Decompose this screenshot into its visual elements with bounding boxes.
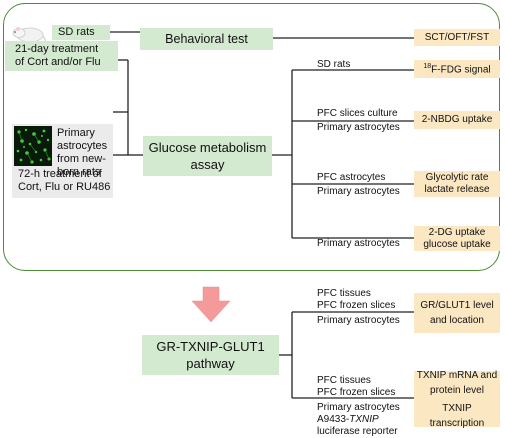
branch3-left-label: PFC astrocytes Primary astrocytes <box>317 172 400 198</box>
study-design-frame <box>3 3 500 271</box>
gr-glut1-box: GR/GLUT1 level and location <box>414 293 500 333</box>
branch3-left-line2: Primary astrocytes <box>317 186 400 197</box>
txnip-box: TXNIP mRNA and protein level TXNIP trans… <box>414 369 500 429</box>
bb2-left-line1: PFC tissues <box>317 375 371 386</box>
sd-rats-label: SD rats <box>52 25 110 40</box>
dg-uptake-line2: glucose uptake <box>423 238 491 250</box>
gr-glut1-line1: GR/GLUT1 level <box>420 300 494 311</box>
astrocyte-microscopy-image <box>14 126 52 166</box>
gr-glut1-line2: and location <box>430 315 484 326</box>
glycolytic-rate-box: Glycolytic rate lactate release <box>414 171 500 197</box>
branch2-left-line1: PFC slices culture <box>317 108 398 119</box>
treatment-21day-box: 21-day treatment of Cort and/or Flu <box>5 41 118 71</box>
dg-uptake-box: 2-DG uptake glucose uptake <box>414 226 500 251</box>
pathway-line2: pathway <box>186 356 235 371</box>
down-arrow-icon <box>191 286 231 323</box>
nbdg-uptake-box: 2-NBDG uptake <box>414 111 500 129</box>
bb1-left-line1: PFC tissues <box>317 288 371 299</box>
pathway-line1: GR-TXNIP-GLUT1 <box>156 339 265 354</box>
astrocytes-text: Primary astrocytes from new- born rats <box>57 127 113 179</box>
sd-rats-text: SD rats <box>58 26 95 38</box>
txnip-italic: TXNIP <box>349 414 379 425</box>
pathway-box: GR-TXNIP-GLUT1 pathway <box>142 335 279 375</box>
treatment-72h-line2: Cort, Flu or RU486 <box>18 181 111 193</box>
fdg-signal-label: 18F-FDG signal <box>423 61 490 76</box>
fdg-signal-box: 18F-FDG signal <box>414 60 500 78</box>
behavioral-result-box: SCT/OFT/FST <box>414 29 500 46</box>
branch1-left-label: SD rats <box>317 59 350 71</box>
bottom-branch1-left: PFC tissues PFC frozen slices Primary as… <box>317 288 400 327</box>
nbdg-uptake-label: 2-NBDG uptake <box>421 114 493 125</box>
fdg-sup: 18 <box>423 63 432 71</box>
branch3-left-line1: PFC astrocytes <box>317 172 386 183</box>
bb2-left-line5: luciferase reporter <box>317 426 398 437</box>
bb2-left-line3: Primary astrocytes <box>317 402 400 413</box>
astro-line2: astrocytes <box>57 140 108 152</box>
glycolytic-line1: Glycolytic rate <box>425 172 489 183</box>
glycolytic-line2: lactate release <box>424 184 490 195</box>
treatment-72h-text: 72-h treatment of Cort, Flu or RU486 <box>18 168 114 194</box>
behavioral-test-box: Behavioral test <box>140 28 273 50</box>
txnip-line2: protein level <box>430 384 484 396</box>
a9433-prefix: A9433- <box>317 414 350 425</box>
behavioral-result-label: SCT/OFT/FST <box>424 31 490 43</box>
branch1-left-text: SD rats <box>317 59 351 70</box>
dg-uptake-line1: 2-DG uptake <box>428 226 486 238</box>
bb1-left-line3: Primary astrocytes <box>317 315 400 326</box>
bb2-left-line4: A9433-TXNIP <box>317 414 400 426</box>
fdg-text: F-FDG signal <box>431 64 491 76</box>
treatment-21day-line1: 21-day treatment <box>15 43 99 55</box>
glucose-line2: assay <box>190 157 225 172</box>
txnip-line3: TXNIP transcription <box>429 402 485 429</box>
bottom-branch2-left: PFC tissues PFC frozen slices Primary as… <box>317 375 400 438</box>
glucose-assay-box: Glucose metabolism assay <box>143 136 272 176</box>
branch2-left-label: PFC slices culture Primary astrocytes <box>317 108 400 134</box>
treatment-72h-line1: 72-h treatment of <box>18 168 102 180</box>
bb1-left-line2: PFC frozen slices <box>317 300 396 311</box>
astro-line4: born rats <box>57 166 101 178</box>
txnip-line1: TXNIP mRNA and <box>416 369 498 381</box>
treatment-21day-line2: of Cort and/or Flu <box>15 56 101 68</box>
behavioral-test-label: Behavioral test <box>165 32 248 46</box>
astro-line3: from new- <box>57 153 106 165</box>
bb2-left-line2: PFC frozen slices <box>317 387 396 398</box>
branch4-left-line: Primary astrocytes <box>317 238 400 249</box>
astro-line1: Primary <box>57 127 95 139</box>
glucose-line1: Glucose metabolism <box>148 140 267 155</box>
branch2-left-line2: Primary astrocytes <box>317 122 400 133</box>
branch4-left-label: Primary astrocytes <box>317 238 400 250</box>
